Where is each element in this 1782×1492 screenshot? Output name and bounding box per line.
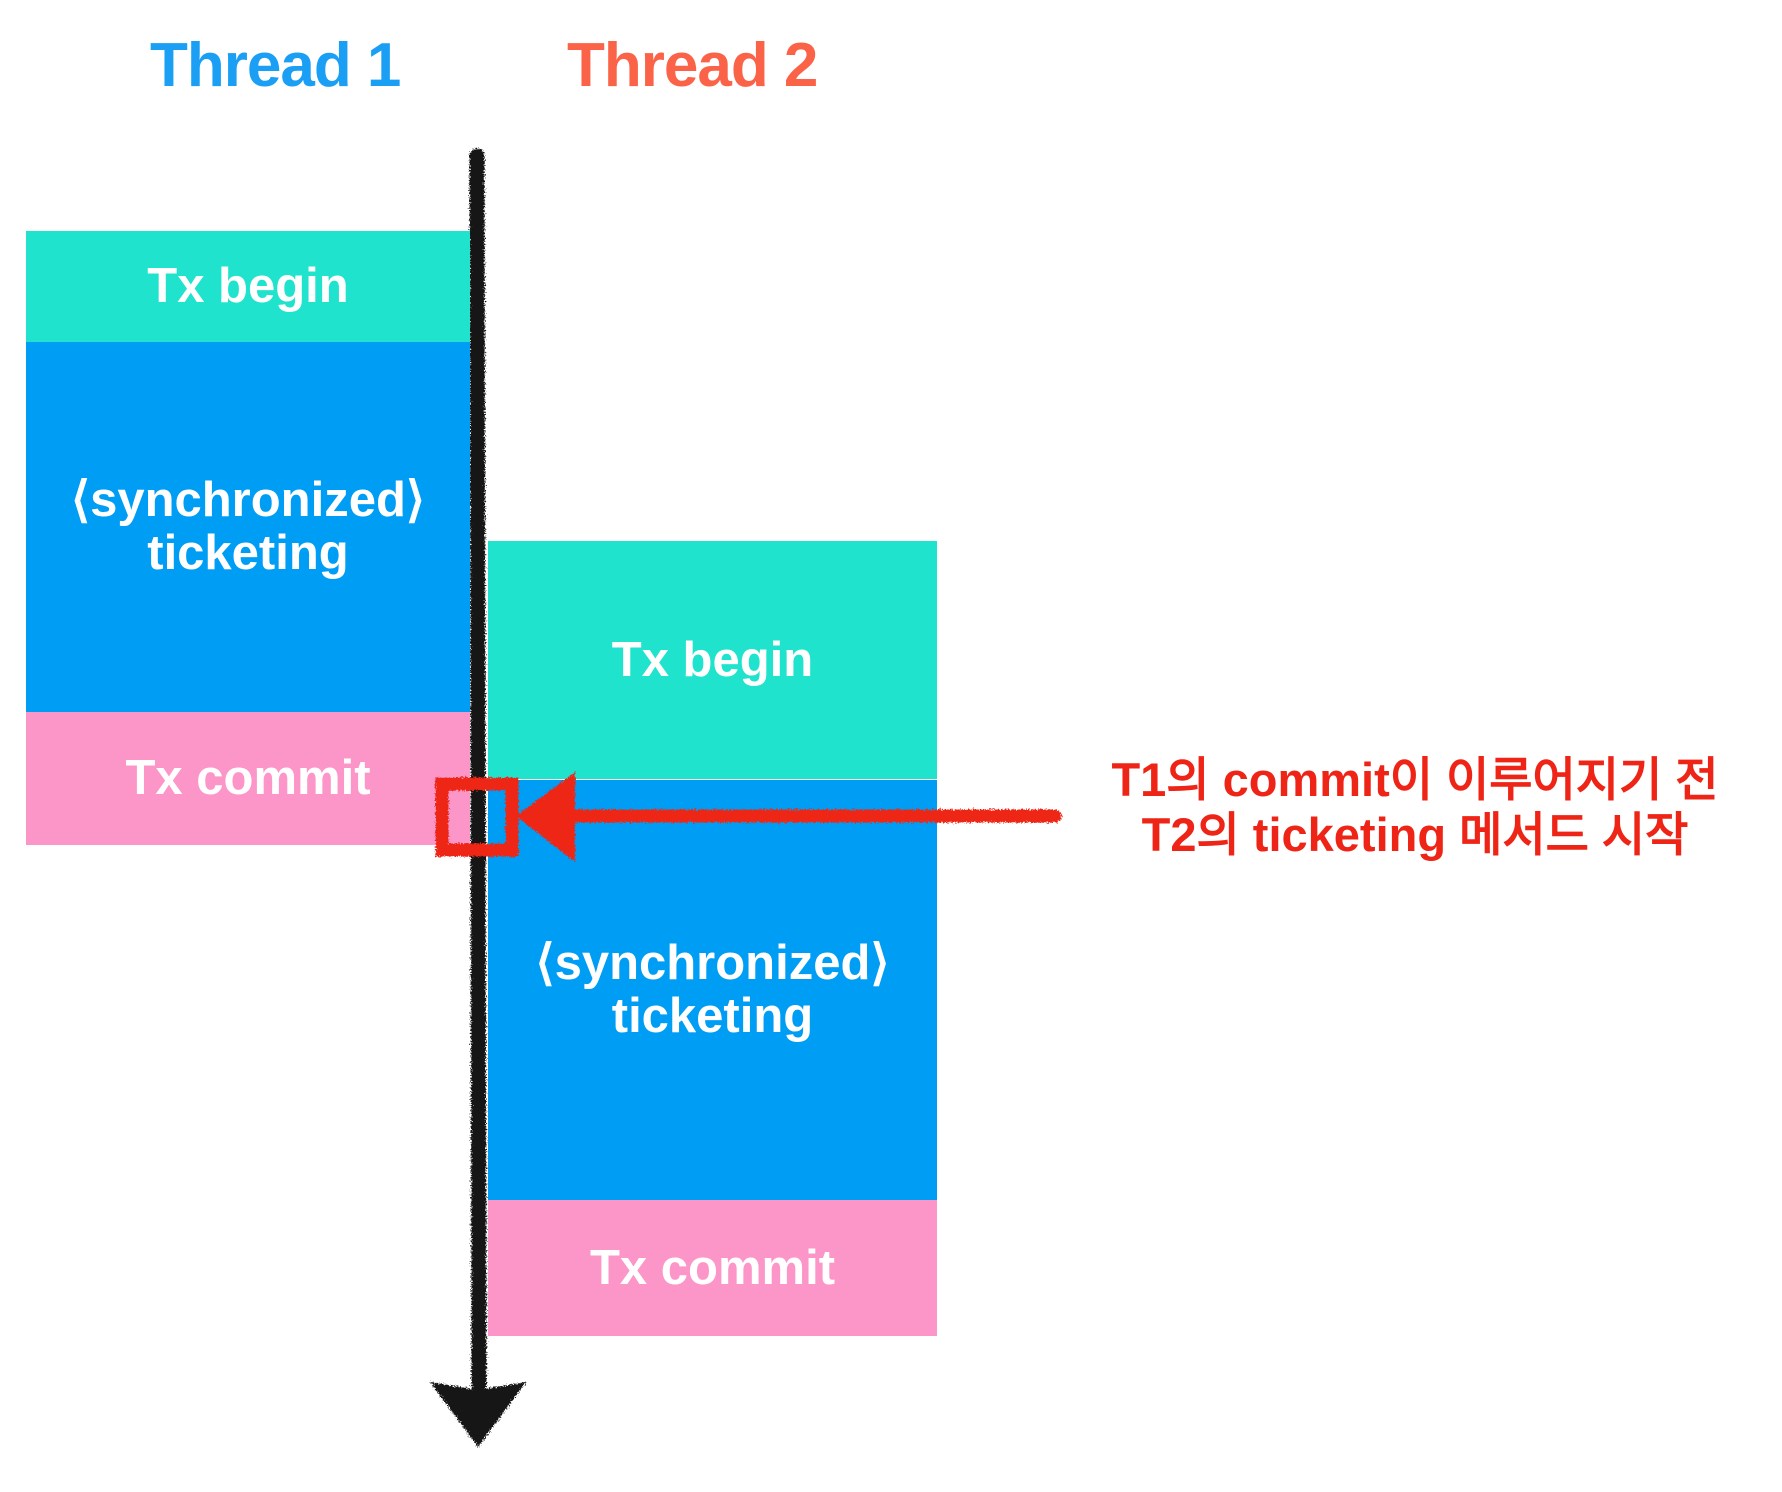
thread1-heading: Thread 1 — [150, 31, 401, 100]
thread2-heading: Thread 2 — [567, 31, 818, 100]
thread1-block-tx-begin[interactable]: Tx begin — [26, 231, 470, 342]
thread2-block-tx-begin[interactable]: Tx begin — [488, 541, 937, 779]
block-label: Tx commit — [125, 751, 371, 806]
annotation-label: T1의 commit이 이루어지기 전 T2의 ticketing 메서드 시작 — [1111, 753, 1719, 862]
block-label: ⟨synchronized⟩ ticketing — [535, 936, 890, 1043]
thread2-block-tx-commit[interactable]: Tx commit — [488, 1200, 937, 1336]
block-label: Tx begin — [611, 632, 814, 687]
thread2-block-synchronized-ticketing[interactable]: ⟨synchronized⟩ ticketing — [488, 780, 937, 1200]
block-label: Tx commit — [589, 1240, 836, 1295]
thread1-block-synchronized-ticketing[interactable]: ⟨synchronized⟩ ticketing — [26, 342, 470, 712]
thread1-block-tx-commit[interactable]: Tx commit — [26, 712, 470, 845]
block-label: ⟨synchronized⟩ ticketing — [70, 473, 426, 580]
block-label: Tx begin — [147, 259, 349, 314]
